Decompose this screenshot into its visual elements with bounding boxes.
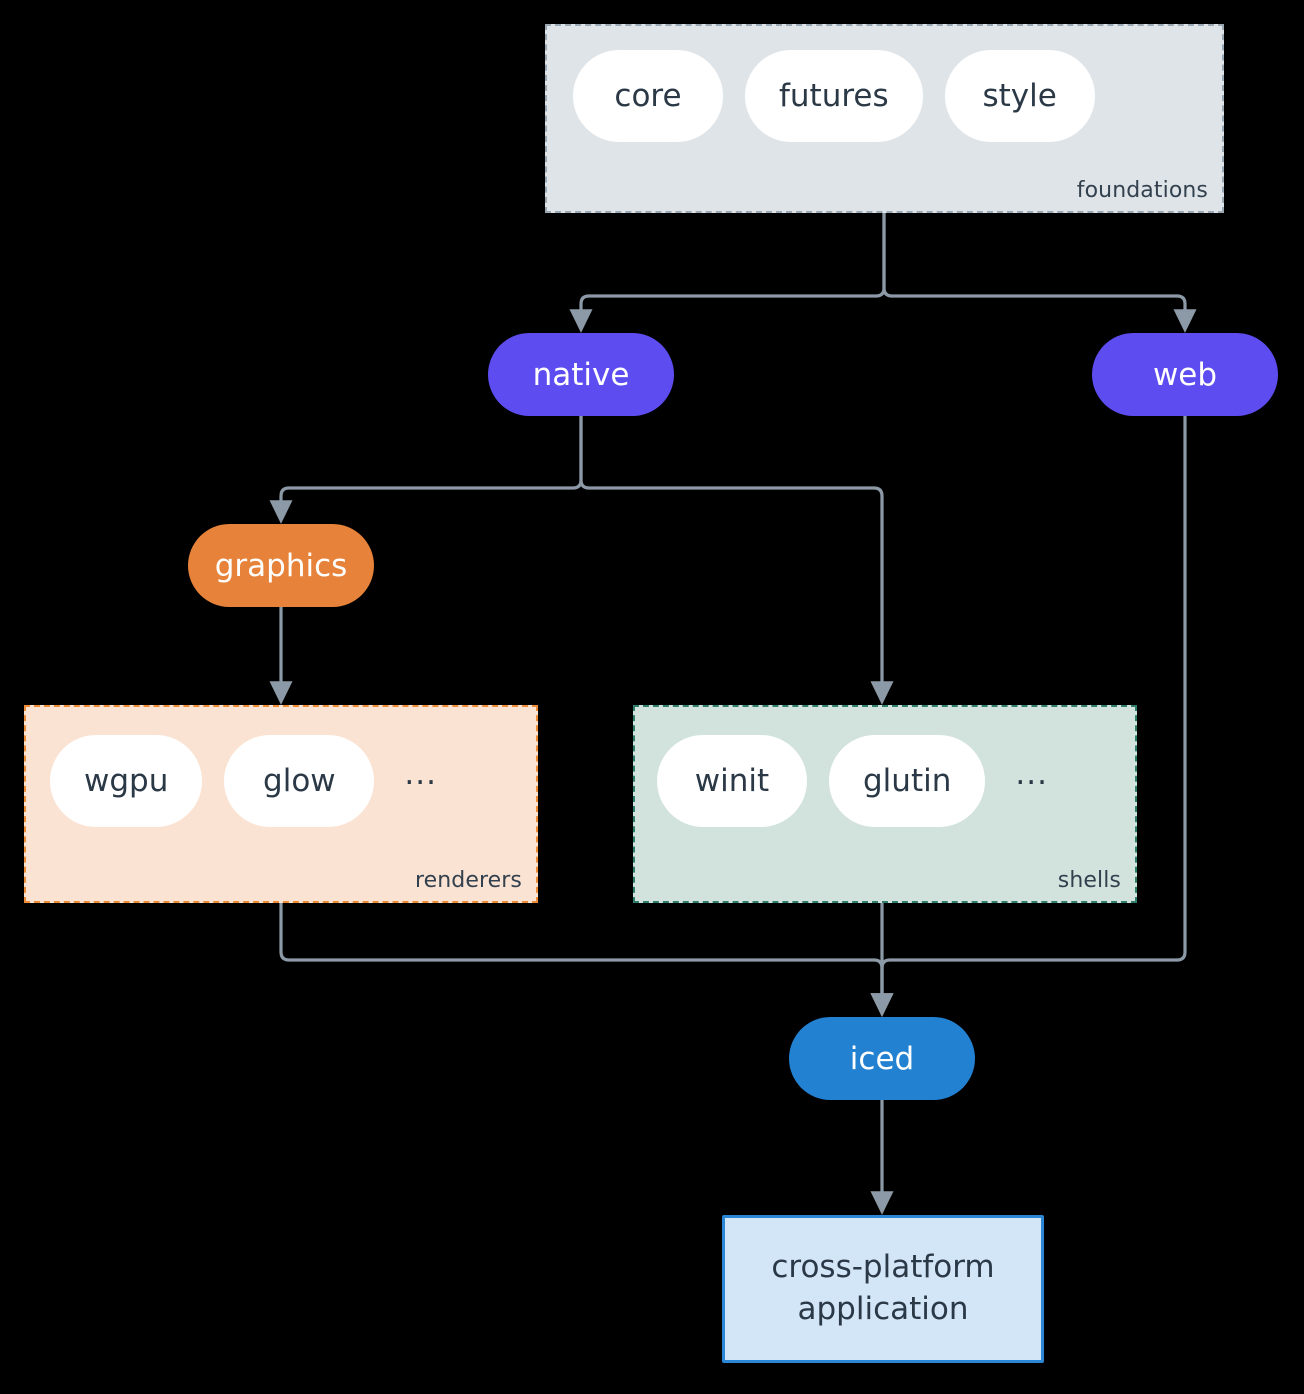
edge-renderers-iced (279, 901, 894, 1017)
group-shells-items: winit glutin ... (657, 735, 1054, 827)
group-renderers-label: renderers (414, 868, 522, 893)
group-foundations-items: core futures style (573, 50, 1095, 142)
node-wgpu[interactable]: wgpu (50, 735, 203, 827)
node-glow[interactable]: glow (224, 735, 375, 827)
node-futures[interactable]: futures (745, 50, 923, 142)
application-line-1: cross-platform (771, 1249, 995, 1286)
node-glutin[interactable]: glutin (829, 735, 986, 827)
application-line-2: application (797, 1291, 969, 1327)
node-style[interactable]: style (944, 50, 1095, 142)
edge-foundations-native (569, 211, 886, 333)
node-winit[interactable]: winit (657, 735, 807, 827)
node-cross-platform-application[interactable]: cross-platform application (722, 1215, 1044, 1363)
shells-ellipsis: ... (1015, 755, 1048, 792)
node-core[interactable]: core (573, 50, 723, 142)
node-native[interactable]: native (488, 333, 674, 416)
node-web[interactable]: web (1092, 333, 1278, 416)
renderers-ellipsis: ... (404, 755, 437, 792)
edge-native-graphics (269, 414, 583, 524)
group-shells[interactable]: winit glutin ... shells (633, 705, 1137, 903)
node-graphics[interactable]: graphics (188, 524, 374, 607)
group-shells-label: shells (1057, 868, 1121, 893)
group-renderers[interactable]: wgpu glow ... renderers (24, 705, 538, 903)
group-foundations-label: foundations (1076, 178, 1208, 203)
edge-foundations-web (882, 211, 1197, 333)
group-renderers-items: wgpu glow ... (50, 735, 443, 827)
node-iced[interactable]: iced (789, 1017, 975, 1100)
group-foundations[interactable]: core futures style foundations (545, 24, 1224, 213)
edge-native-shells (579, 414, 894, 705)
